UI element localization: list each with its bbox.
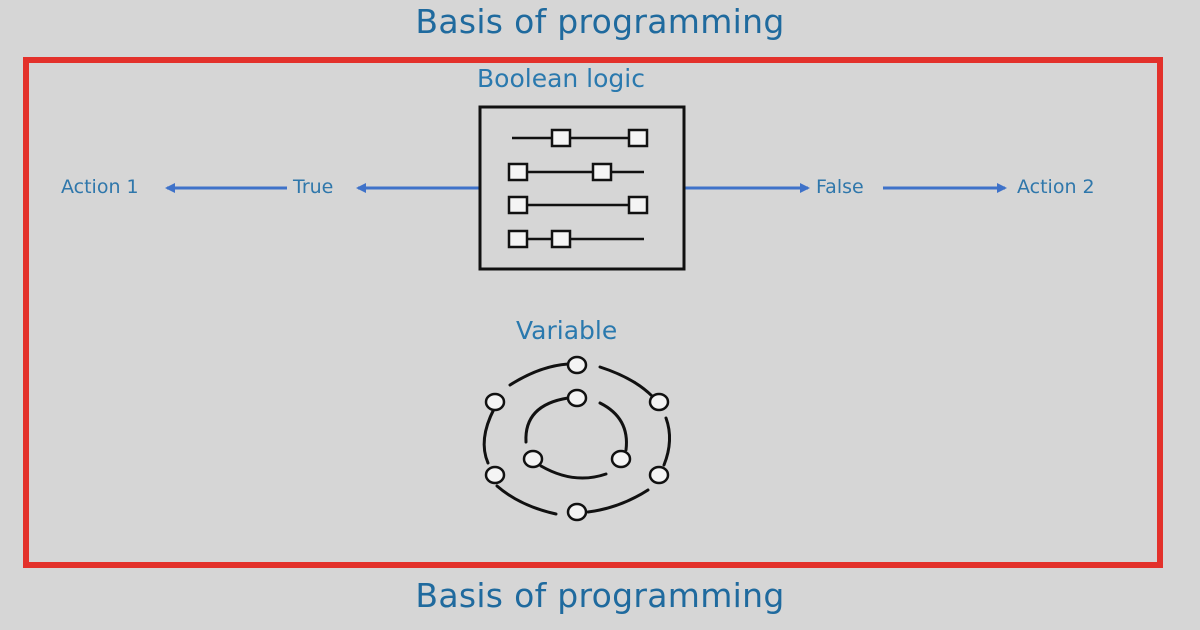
outer-ring-arc bbox=[586, 488, 650, 514]
slider-knob bbox=[627, 128, 649, 148]
inner-ring-arc bbox=[539, 464, 608, 480]
node bbox=[610, 449, 632, 469]
slider-knob bbox=[550, 229, 572, 249]
false-label: False bbox=[816, 176, 864, 198]
title-top: Basis of programming bbox=[415, 2, 785, 41]
node bbox=[522, 449, 544, 469]
true-label: True bbox=[293, 176, 334, 198]
sliders-icon bbox=[478, 105, 686, 271]
action-2-label: Action 2 bbox=[1017, 176, 1095, 198]
outer-ring-arc bbox=[662, 416, 671, 467]
node bbox=[566, 388, 588, 408]
diagram-frame bbox=[23, 57, 1163, 568]
node bbox=[484, 392, 506, 412]
inner-ring-arc bbox=[524, 396, 570, 444]
outer-ring-arc bbox=[495, 484, 558, 516]
node bbox=[484, 465, 506, 485]
node bbox=[648, 465, 670, 485]
slider-knob bbox=[550, 128, 572, 148]
title-bottom: Basis of programming bbox=[415, 576, 785, 615]
outer-ring-arc bbox=[508, 362, 570, 387]
slider-knob bbox=[591, 162, 613, 182]
orbit-nodes-icon bbox=[482, 362, 671, 516]
orbit-nodes bbox=[484, 355, 670, 522]
node bbox=[566, 502, 588, 522]
inner-ring-arc bbox=[598, 401, 628, 452]
outer-ring-arc bbox=[598, 365, 654, 398]
node bbox=[648, 392, 670, 412]
action-1-label: Action 1 bbox=[61, 176, 139, 198]
outer-ring-arc bbox=[482, 407, 496, 465]
boolean-logic-label: Boolean logic bbox=[477, 64, 645, 93]
variable-label: Variable bbox=[516, 316, 618, 345]
slider-knob bbox=[507, 195, 529, 215]
slider-knob bbox=[627, 195, 649, 215]
slider-knob bbox=[507, 229, 529, 249]
node bbox=[566, 355, 588, 375]
slider-knob bbox=[507, 162, 529, 182]
